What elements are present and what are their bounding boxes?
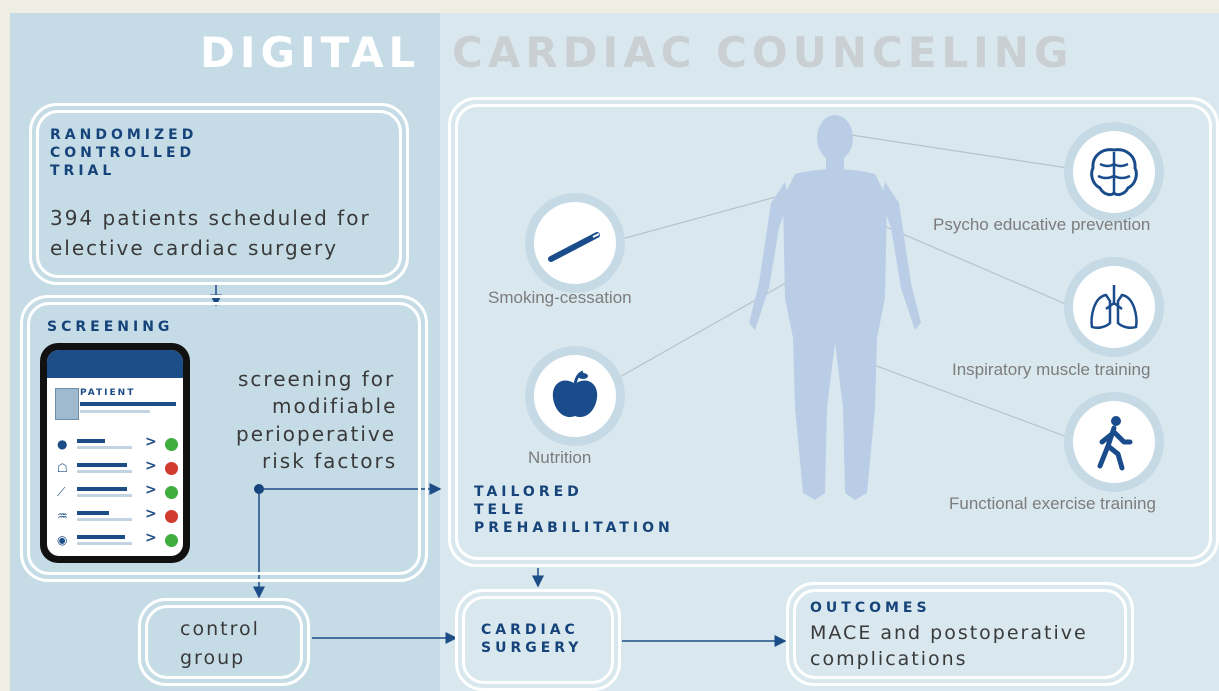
- title-word-digital: DIGITAL: [200, 28, 421, 77]
- title-word-cardiac-counceling: CARDIAC COUNCELING: [452, 28, 1074, 77]
- apple-icon: [552, 370, 598, 418]
- outcomes-line2: complications: [810, 648, 968, 670]
- patient-phone: PATIENT ● > ☖ > ⟋ > ♒ > ◉ >: [40, 343, 190, 563]
- apple-icon: ●: [57, 437, 68, 451]
- outcomes-line1: MACE and postoperative: [810, 622, 1088, 644]
- psycho-circle: [1064, 122, 1164, 222]
- chevron-right-icon: >: [145, 506, 157, 522]
- control-line1: control: [180, 618, 260, 640]
- brain-icon: [1090, 148, 1138, 197]
- lungs-icon: ♒: [57, 509, 68, 523]
- walking-person-icon: [1097, 416, 1133, 471]
- status-red-icon: [165, 462, 178, 475]
- rct-box: [29, 103, 409, 285]
- callout-psycho: [837, 132, 1069, 169]
- chevron-right-icon: >: [145, 482, 157, 498]
- cigarette-icon: [548, 232, 600, 262]
- prehab-box: [448, 97, 1219, 567]
- rct-header-line3: TRIAL: [50, 163, 116, 179]
- rct-header-line2: CONTROLLED: [50, 145, 196, 161]
- prehab-header-line2: TELE: [474, 502, 528, 518]
- psycho-label: Psycho educative prevention: [933, 215, 1151, 234]
- rct-text-line1: 394 patients scheduled for: [50, 206, 371, 230]
- status-green-icon: [165, 534, 178, 547]
- patient-avatar: [55, 388, 79, 420]
- status-green-icon: [165, 486, 178, 499]
- human-body-icon: [749, 115, 921, 500]
- status-red-icon: [165, 510, 178, 523]
- control-line2: group: [180, 647, 246, 669]
- phone-patient-label: PATIENT: [80, 388, 136, 398]
- chevron-right-icon: >: [145, 458, 157, 474]
- status-green-icon: [165, 438, 178, 451]
- screening-text-line3: perioperative: [236, 422, 397, 446]
- prehab-header-line1: TAILORED: [474, 484, 583, 500]
- cardiac-surgery-box: [455, 589, 621, 691]
- chevron-right-icon: >: [145, 530, 157, 546]
- rct-header-line1: RANDOMIZED: [50, 127, 198, 143]
- nutrition-circle: [525, 346, 625, 446]
- cigarette-icon: ⟋: [57, 485, 66, 499]
- screening-header: SCREENING: [47, 319, 174, 335]
- lungs-icon: [1090, 285, 1138, 330]
- functional-label: Functional exercise training: [949, 494, 1156, 513]
- walking-person-icon: ☖: [57, 461, 68, 475]
- surgery-line1: CARDIAC: [481, 622, 579, 638]
- rct-text-line2: elective cardiac surgery: [50, 236, 339, 260]
- chevron-right-icon: >: [145, 434, 157, 450]
- screening-text-line2: modifiable: [272, 394, 398, 418]
- smoking-label: Smoking-cessation: [488, 288, 632, 307]
- callout-functional: [854, 357, 1071, 439]
- inspiratory-label: Inspiratory muscle training: [952, 360, 1151, 379]
- inspiratory-circle: [1064, 257, 1164, 357]
- smoking-circle: [525, 193, 625, 293]
- brain-icon: ◉: [57, 533, 68, 547]
- screening-text-line4: risk factors: [262, 449, 398, 473]
- functional-circle: [1064, 392, 1164, 492]
- screening-box: [20, 295, 428, 582]
- nutrition-label: Nutrition: [528, 448, 592, 467]
- control-group-box: [138, 598, 310, 686]
- outcomes-header: OUTCOMES: [810, 600, 931, 616]
- prehab-header-line3: PREHABILITATION: [474, 520, 674, 536]
- outcomes-box: [786, 582, 1134, 686]
- surgery-line2: SURGERY: [481, 640, 583, 656]
- screening-text-line1: screening for: [238, 367, 396, 391]
